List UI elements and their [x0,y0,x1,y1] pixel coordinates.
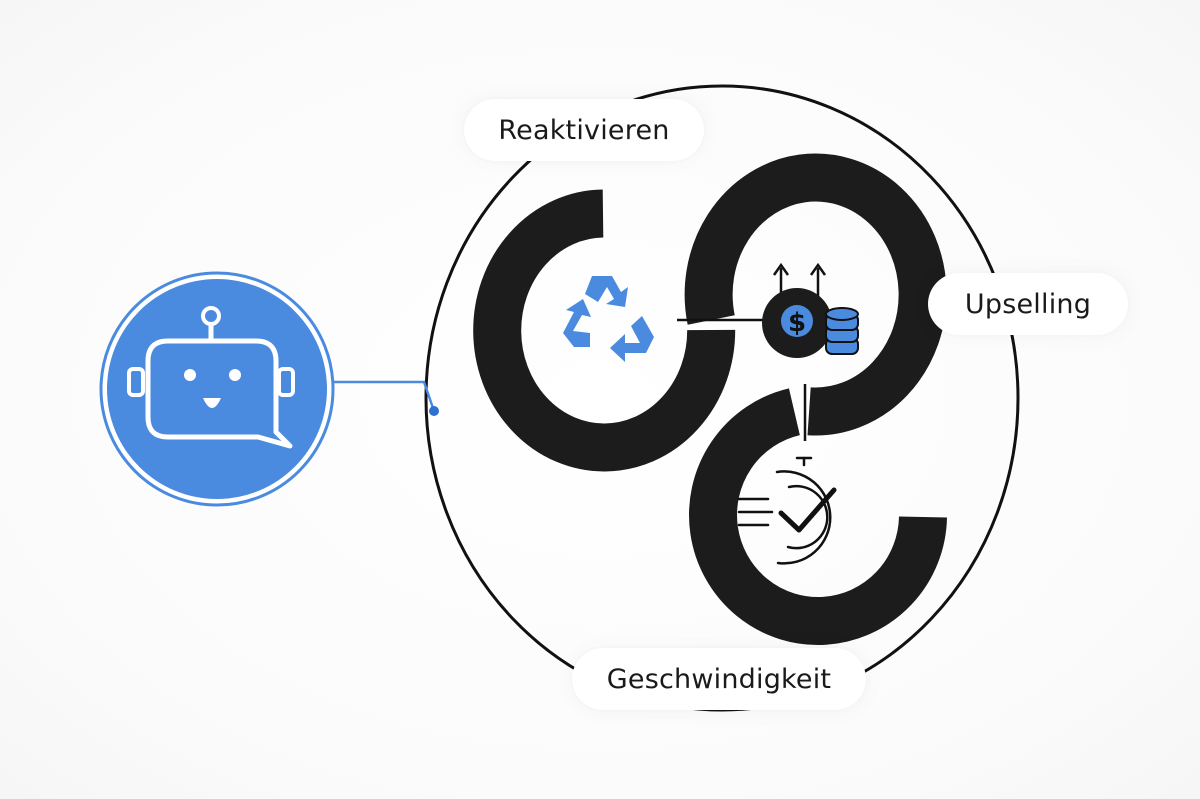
money-coins-icon: $ [762,262,859,358]
label-geschwindigkeit: Geschwindigkeit [572,648,866,710]
outer-circle [424,84,1020,712]
arc-reaktivieren [473,189,736,472]
recycle-icon [563,276,654,362]
svg-text:$: $ [788,308,806,338]
arc-geschwindigkeit [689,388,947,645]
connector-dot [429,406,439,416]
stopwatch-check-icon [737,456,837,565]
flow-band [473,153,947,645]
chat-bot-icon [99,271,335,507]
label-upselling: Upselling [928,273,1128,335]
bot-connector-line [330,380,436,412]
arc-upselling [684,153,947,436]
label-reaktivieren: Reaktivieren [464,99,704,161]
